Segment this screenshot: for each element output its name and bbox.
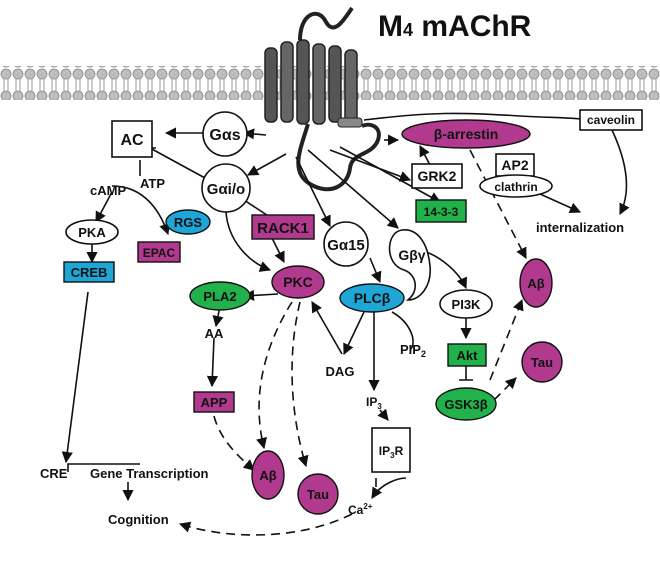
svg-text:AP2: AP2 <box>501 157 528 173</box>
svg-text:Aβ: Aβ <box>527 276 544 291</box>
node-ip3: IP3 <box>366 395 382 411</box>
node-pkc: PKC <box>271 265 325 299</box>
svg-text:EPAC: EPAC <box>143 246 176 260</box>
node-pi3k: PI3K <box>439 289 493 319</box>
m4-receptor-icon <box>264 6 381 192</box>
node-grk2: GRK2 <box>411 163 463 189</box>
node-abeta-right: Aβ <box>519 258 553 308</box>
node-pip2: PIP2 <box>400 342 426 359</box>
svg-text:Gαs: Gαs <box>209 127 240 144</box>
node-gas: Gαs <box>202 111 248 157</box>
node-camp: cAMP <box>90 183 126 198</box>
node-app: APP <box>193 391 235 413</box>
dashed-connectors <box>122 149 527 536</box>
svg-text:RACK1: RACK1 <box>257 220 309 237</box>
svg-text:Aβ: Aβ <box>259 468 276 483</box>
node-epac: EPAC <box>137 241 181 263</box>
svg-text:PKA: PKA <box>78 225 106 240</box>
svg-text:14-3-3: 14-3-3 <box>424 205 459 219</box>
node-dag: DAG <box>326 364 355 379</box>
svg-text:AC: AC <box>120 132 144 149</box>
svg-text:PLA2: PLA2 <box>203 289 236 304</box>
svg-text:Akt: Akt <box>457 348 479 363</box>
node-cre: CRE <box>40 466 68 481</box>
svg-text:Tau: Tau <box>531 355 553 370</box>
node-abeta-center: Aβ <box>251 450 285 500</box>
node-caveolin: caveolin <box>579 109 643 131</box>
node-tau-right: Tau <box>521 341 563 383</box>
node-ac: AC <box>111 120 153 158</box>
svg-text:Gαi/o: Gαi/o <box>207 181 245 198</box>
node-plcb: PLCβ <box>339 283 405 313</box>
receptor-title: M4 mAChR <box>378 10 532 43</box>
node-rgs: RGS <box>165 209 211 235</box>
node-gai: Gαi/o <box>201 163 251 213</box>
node-ga15: Gα15 <box>323 221 369 267</box>
svg-text:Gα15: Gα15 <box>327 237 365 254</box>
node-rack1: RACK1 <box>251 214 315 240</box>
svg-text:APP: APP <box>201 395 228 410</box>
svg-text:PLCβ: PLCβ <box>354 290 391 306</box>
svg-text:RGS: RGS <box>174 215 203 230</box>
svg-text:CREB: CREB <box>71 265 108 280</box>
svg-text:GSK3β: GSK3β <box>444 397 487 412</box>
node-atp: ATP <box>140 176 165 191</box>
svg-text:Tau: Tau <box>307 487 329 502</box>
node-cognition: Cognition <box>108 512 169 527</box>
svg-text:Gβγ: Gβγ <box>398 247 425 263</box>
node-ca: Ca2+ <box>348 502 373 517</box>
node-tau-center: Tau <box>297 473 339 515</box>
svg-text:clathrin: clathrin <box>494 180 537 194</box>
node-gbg: Gβγ <box>388 229 431 301</box>
node-creb: CREB <box>63 261 115 283</box>
svg-text:caveolin: caveolin <box>587 113 635 127</box>
svg-text:GRK2: GRK2 <box>418 168 457 184</box>
node-gsk3b: GSK3β <box>435 387 497 421</box>
svg-text:β-arrestin: β-arrestin <box>434 126 499 142</box>
node-barrestin: β-arrestin <box>401 119 531 149</box>
svg-text:PKC: PKC <box>283 274 313 290</box>
node-ip3r: IP3R <box>371 427 411 473</box>
svg-text:IP3R: IP3R <box>379 444 404 460</box>
watermark: 网易号 | 爱思益普企业号 <box>430 536 584 553</box>
node-pka: PKA <box>65 219 119 245</box>
svg-text:PI3K: PI3K <box>452 297 482 312</box>
node-clathrin: clathrin <box>479 174 553 198</box>
node-gene-transcription: Gene Transcription <box>90 466 209 481</box>
node-akt: Akt <box>447 343 487 367</box>
node-ap2: AP2 <box>495 153 535 177</box>
node-internalization: internalization <box>536 220 624 235</box>
node-pla2: PLA2 <box>189 281 251 311</box>
node-14-3-3: 14-3-3 <box>415 199 467 223</box>
node-aa: AA <box>205 326 224 341</box>
